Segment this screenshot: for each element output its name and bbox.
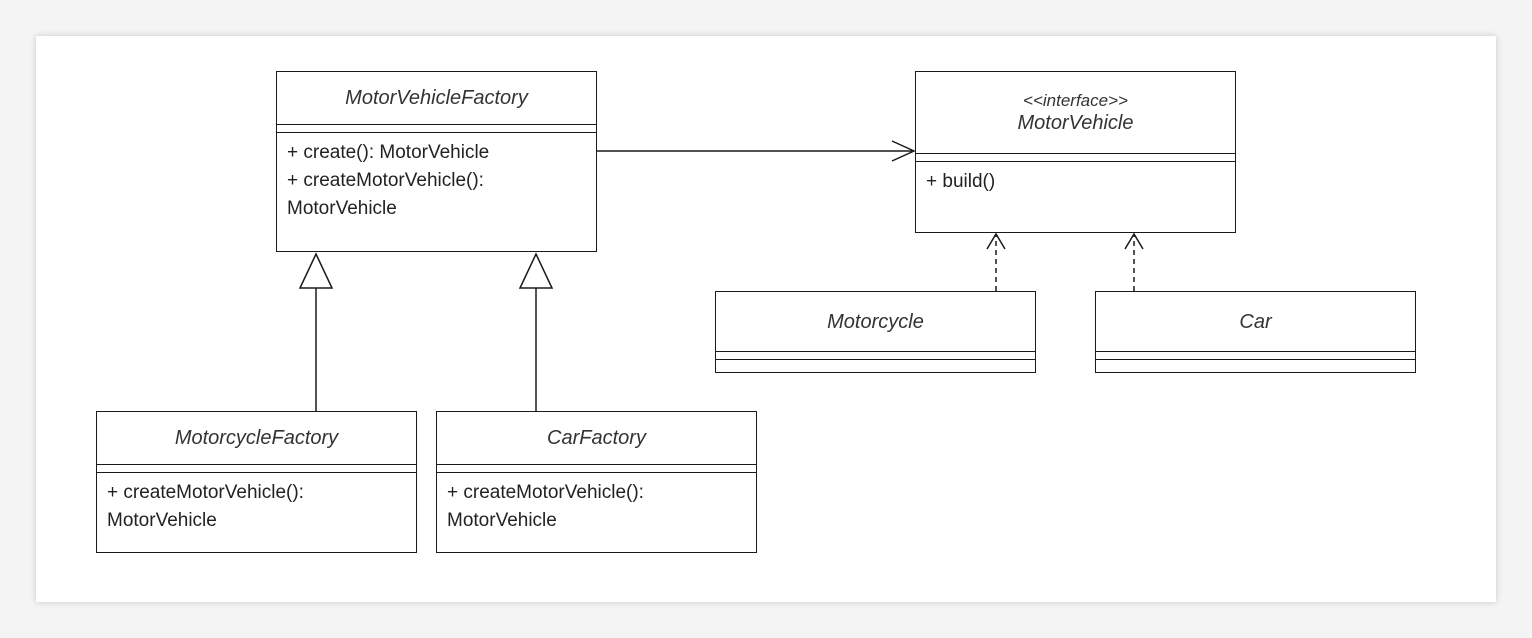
class-name: MotorVehicle xyxy=(1017,111,1134,134)
realization-arrowhead-motorcycle xyxy=(986,232,1006,250)
class-name: MotorVehicleFactory xyxy=(345,87,528,109)
class-name: CarFactory xyxy=(547,427,646,449)
class-motor-vehicle-factory[interactable]: MotorVehicleFactory + create(): MotorVeh… xyxy=(276,71,597,252)
class-name-header: CarFactory xyxy=(437,412,756,465)
operation-line: + create(): MotorVehicle xyxy=(287,142,490,163)
diagram-canvas: MotorVehicleFactory + create(): MotorVeh… xyxy=(36,36,1496,602)
class-car[interactable]: Car xyxy=(1095,291,1416,373)
attributes-compartment xyxy=(716,352,1035,360)
class-name-header: <<interface>> MotorVehicle xyxy=(916,72,1235,154)
class-name: MotorcycleFactory xyxy=(174,427,339,449)
stereotype-label: <<interface>> xyxy=(1023,90,1128,110)
operations-compartment: + build() xyxy=(916,162,1235,196)
operations-compartment: + createMotorVehicle(): MotorVehicle xyxy=(437,473,756,535)
attributes-compartment xyxy=(916,154,1235,162)
class-motorcycle[interactable]: Motorcycle xyxy=(715,291,1036,373)
class-car-factory[interactable]: CarFactory + createMotorVehicle(): Motor… xyxy=(436,411,757,553)
class-motor-vehicle-interface[interactable]: <<interface>> MotorVehicle + build() xyxy=(915,71,1236,233)
class-name-header: MotorVehicleFactory xyxy=(277,72,596,125)
generalization-triangle-motorcycle-factory xyxy=(298,252,334,289)
attributes-compartment xyxy=(277,125,596,133)
generalization-triangle-car-factory xyxy=(518,252,554,289)
operation-line: MotorVehicle xyxy=(107,510,217,531)
attributes-compartment xyxy=(1096,352,1415,360)
operations-compartment: + create(): MotorVehicle + createMotorVe… xyxy=(277,133,596,223)
realization-arrowhead-car xyxy=(1124,232,1144,250)
relations-layer xyxy=(298,140,1144,411)
class-motorcycle-factory[interactable]: MotorcycleFactory + createMotorVehicle()… xyxy=(96,411,417,553)
attributes-compartment xyxy=(97,465,416,473)
class-name-header: MotorcycleFactory xyxy=(97,412,416,465)
operations-compartment: + createMotorVehicle(): MotorVehicle xyxy=(97,473,416,535)
class-name-header: Car xyxy=(1096,292,1415,352)
association-arrowhead xyxy=(891,140,916,162)
class-name: Motorcycle xyxy=(827,310,924,333)
class-name: Car xyxy=(1239,310,1272,333)
operation-line: + createMotorVehicle(): xyxy=(447,482,644,503)
class-name-header: Motorcycle xyxy=(716,292,1035,352)
operation-line: MotorVehicle xyxy=(287,198,397,219)
operation-line: + build() xyxy=(926,171,996,192)
operation-line: + createMotorVehicle(): xyxy=(287,170,484,191)
attributes-compartment xyxy=(437,465,756,473)
operation-line: + createMotorVehicle(): xyxy=(107,482,304,503)
operation-line: MotorVehicle xyxy=(447,510,557,531)
